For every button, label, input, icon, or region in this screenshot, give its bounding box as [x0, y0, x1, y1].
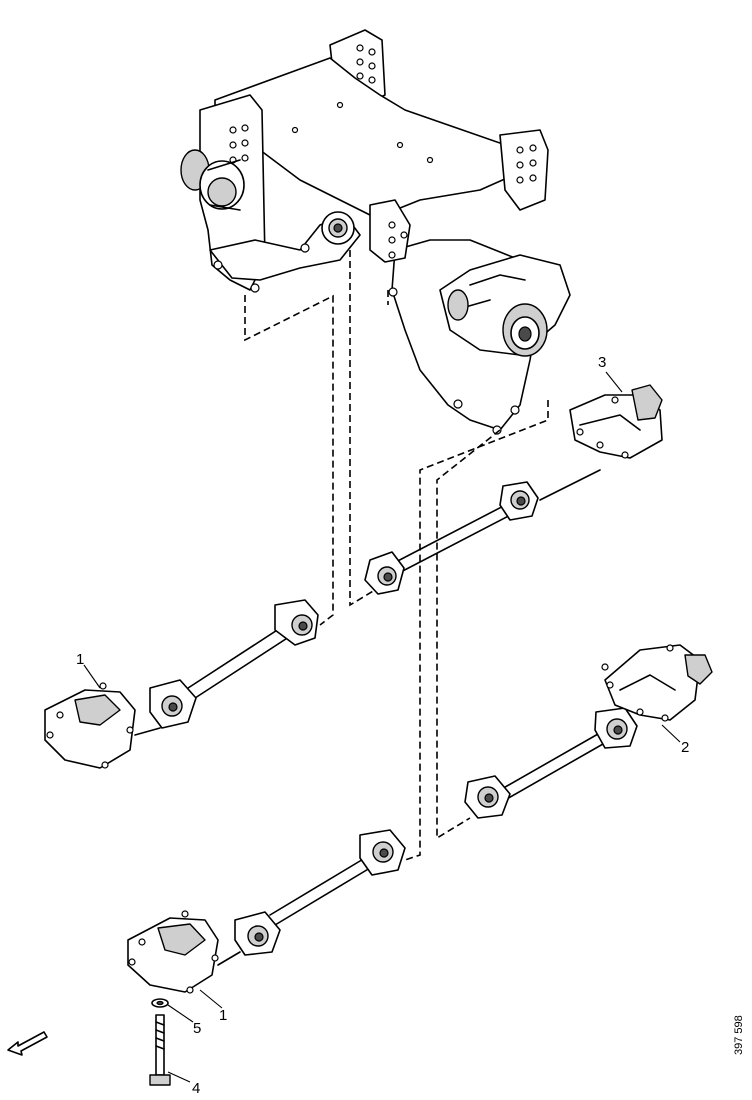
callout-item-3: 3 — [598, 354, 606, 371]
leader-lines — [83, 371, 681, 1083]
bracket-item-2 — [601, 644, 713, 722]
lower-right-reaction-rod — [464, 707, 638, 819]
assembly-guide-lines — [244, 250, 549, 861]
frame-mounting-lugs — [213, 243, 520, 435]
bracket-item-3 — [569, 384, 663, 459]
front-direction-arrow-icon — [7, 1031, 48, 1056]
bracket-item-1-left — [44, 682, 161, 769]
callout-item-1-bottom: 1 — [219, 1007, 227, 1024]
upper-right-reaction-rod — [364, 469, 601, 595]
upper-left-reaction-rod — [149, 599, 319, 729]
lower-left-reaction-rod — [234, 829, 406, 956]
left-brake-chamber — [180, 149, 245, 211]
washer-item-5 — [151, 998, 169, 1008]
callout-item-2: 2 — [681, 739, 689, 756]
bracket-item-1-bottom — [127, 910, 241, 994]
callout-item-5: 5 — [193, 1020, 201, 1037]
frame-cross-member — [199, 29, 549, 431]
bolt-item-4 — [149, 1014, 171, 1086]
callout-item-4: 4 — [192, 1080, 200, 1097]
right-differential-housing — [439, 254, 571, 357]
callout-item-1-left: 1 — [76, 651, 84, 668]
reference-number: 397 598 — [733, 1015, 745, 1055]
